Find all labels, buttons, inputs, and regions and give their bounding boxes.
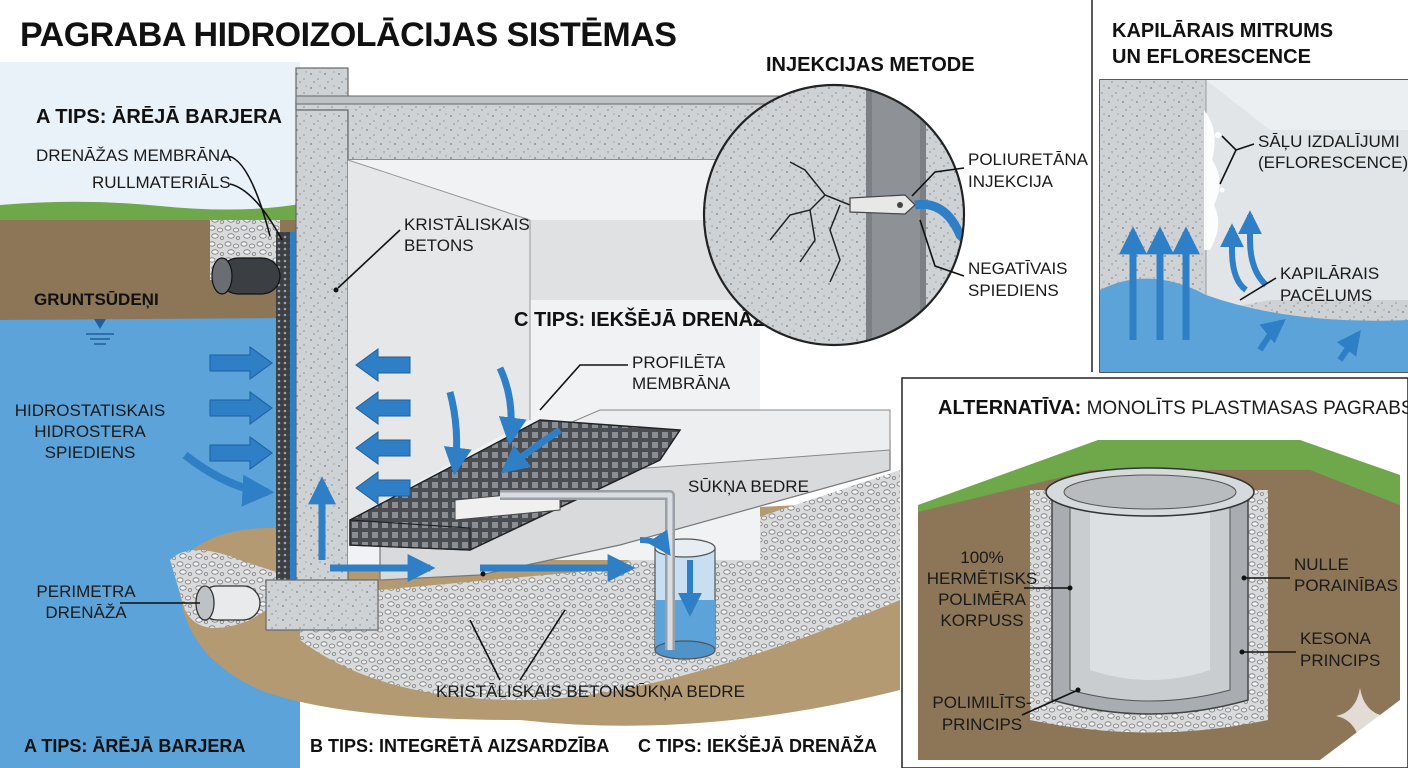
drainage-flow-arrows bbox=[308, 476, 636, 582]
groundwater-label: GRUNTSŪDEŅI bbox=[34, 290, 159, 309]
capillary-panel: KAPILĀRAIS MITRUMS UN EFLORESCENCE SĀĻU … bbox=[1091, 0, 1408, 373]
injection-panel: INJEKCIJAS METODE POLIURETĀNA INJEKCIJA … bbox=[702, 54, 1089, 347]
sump-label-bottom: SŪKŅA BEDRE bbox=[624, 682, 745, 701]
injector bbox=[849, 194, 916, 215]
grass-strip bbox=[0, 201, 300, 222]
crystalline-concrete-bottom-label: KRISTĀLISKAIS BETONS bbox=[436, 682, 636, 701]
svg-text:NULLE: NULLE bbox=[1294, 555, 1349, 574]
drainage-membrane bbox=[276, 232, 290, 582]
type-a-heading: A TIPS: ĀRĒJĀ BARJERA bbox=[36, 106, 282, 128]
sump-label-top: SŪKŅA BEDRE bbox=[688, 477, 809, 496]
sealed-label: 100% HERMĒTISKS POLIMĒRA KORPUSS bbox=[927, 548, 1038, 630]
footer-type-c: C TIPS: IEKŠĒJĀ DRENĀŽA bbox=[638, 735, 877, 756]
roll-material-label: RULLMATERIĀLS bbox=[92, 173, 231, 192]
svg-text:MEMBRĀNA: MEMBRĀNA bbox=[632, 374, 731, 393]
upper-drain-pipe bbox=[211, 257, 281, 295]
crystalline-concrete-label: KRISTĀLISKAIS BETONS bbox=[404, 215, 530, 255]
alternative-heading: ALTERNATĪVA: MONOLĪTS PLASTMASAS PAGRABS bbox=[938, 397, 1408, 419]
svg-text:KRISTĀLISKAIS: KRISTĀLISKAIS bbox=[404, 215, 530, 234]
svg-text:HIDROSTERA: HIDROSTERA bbox=[34, 422, 146, 441]
alt-grass bbox=[918, 440, 1400, 520]
seepage-arrows bbox=[443, 366, 702, 617]
salt-label: SĀĻU IZDALĪJUMI (EFLORESCENCE) bbox=[1258, 132, 1408, 172]
hydrostatic-arrows bbox=[182, 346, 275, 507]
svg-text:PACĒLUMS: PACĒLUMS bbox=[1280, 286, 1372, 305]
water-level-symbol bbox=[86, 319, 114, 345]
svg-text:POLIMILĪTS-: POLIMILĪTS- bbox=[932, 693, 1031, 712]
wall-footing bbox=[265, 579, 379, 631]
svg-text:100%: 100% bbox=[960, 548, 1003, 567]
svg-text:HIDROSTATISKAIS: HIDROSTATISKAIS bbox=[15, 401, 166, 420]
zero-porosity-label: NULLE PORAINĪBAS bbox=[1294, 555, 1398, 595]
negative-pressure-label: NEGATĪVAIS SPIEDIENS bbox=[968, 259, 1068, 300]
svg-text:PORAINĪBAS: PORAINĪBAS bbox=[1294, 576, 1398, 595]
crack-lines bbox=[769, 161, 851, 283]
svg-text:KAPILĀRAIS MITRUMS: KAPILĀRAIS MITRUMS bbox=[1112, 20, 1333, 42]
svg-text:KESONA: KESONA bbox=[1300, 629, 1372, 648]
footer-type-b: B TIPS: INTEGRĒTĀ AIZSARDZĪBA bbox=[310, 736, 609, 756]
svg-text:SĀĻU IZDALĪJUMI: SĀĻU IZDALĪJUMI bbox=[1258, 132, 1400, 151]
caisson-label: KESONA PRINCIPS bbox=[1300, 629, 1380, 670]
svg-text:PRINCIPS: PRINCIPS bbox=[1300, 651, 1380, 670]
svg-text:(EFLORESCENCE): (EFLORESCENCE) bbox=[1258, 153, 1408, 172]
capillary-rise-label: KAPILĀRAIS PACĒLUMS bbox=[1280, 264, 1379, 305]
svg-text:NEGATĪVAIS: NEGATĪVAIS bbox=[968, 259, 1068, 278]
svg-text:SPIEDIENS: SPIEDIENS bbox=[45, 443, 136, 462]
svg-text:PROFILĒTA: PROFILĒTA bbox=[632, 353, 726, 372]
injection-hose bbox=[914, 199, 964, 254]
svg-text:PERIMETRA: PERIMETRA bbox=[36, 582, 136, 601]
profiled-membrane-label: PROFILĒTA MEMBRĀNA bbox=[632, 353, 731, 393]
roll-material bbox=[290, 232, 296, 582]
svg-text:POLIURETĀNA: POLIURETĀNA bbox=[968, 150, 1089, 169]
perimeter-drain-label: PERIMETRA DRENĀŽA bbox=[36, 582, 136, 622]
interior-pressure-arrows bbox=[355, 348, 411, 505]
svg-text:INJEKCIJA: INJEKCIJA bbox=[968, 172, 1054, 191]
svg-text:POLIMĒRA: POLIMĒRA bbox=[938, 590, 1027, 609]
sparkle-icon bbox=[1336, 688, 1384, 744]
drainage-membrane-label: DRENĀŽAS MEMBRĀNA bbox=[36, 146, 232, 165]
capillary-heading: KAPILĀRAIS MITRUMS UN EFLORESCENCE bbox=[1112, 20, 1333, 68]
svg-text:SPIEDIENS: SPIEDIENS bbox=[968, 281, 1059, 300]
svg-text:KORPUSS: KORPUSS bbox=[940, 611, 1023, 630]
svg-text:KAPILĀRAIS: KAPILĀRAIS bbox=[1280, 264, 1379, 283]
page-title: PAGRABA HIDROIZOLĀCIJAS SISTĒMAS bbox=[20, 16, 676, 54]
capillary-water bbox=[1100, 278, 1408, 372]
alternative-panel: ALTERNATĪVA: MONOLĪTS PLASTMASAS PAGRABS… bbox=[901, 377, 1408, 768]
efflorescence bbox=[1204, 110, 1220, 250]
type-c-heading: C TIPS: IEKŠĒJĀ DRENĀŽA bbox=[514, 307, 780, 331]
gravel-bed bbox=[170, 470, 900, 700]
svg-text:PRINCIPS: PRINCIPS bbox=[942, 715, 1022, 734]
capillary-arrows bbox=[1119, 210, 1361, 362]
svg-text:HERMĒTISKS: HERMĒTISKS bbox=[927, 569, 1038, 588]
hydrostatic-label: HIDROSTATISKAIS HIDROSTERA SPIEDIENS bbox=[15, 401, 166, 462]
svg-text:BETONS: BETONS bbox=[404, 236, 474, 255]
polymonolith-label: POLIMILĪTS- PRINCIPS bbox=[932, 693, 1031, 734]
svg-text:DRENĀŽA: DRENĀŽA bbox=[45, 603, 127, 622]
perimeter-drain-pipe bbox=[195, 585, 261, 621]
svg-text:UN EFLORESCENCE: UN EFLORESCENCE bbox=[1112, 46, 1311, 68]
sky-area bbox=[0, 62, 300, 222]
polyurethane-label: POLIURETĀNA INJEKCIJA bbox=[968, 150, 1089, 191]
sump-pit bbox=[654, 538, 716, 660]
footer-type-a: A TIPS: ĀRĒJĀ BARJERA bbox=[24, 736, 245, 756]
injection-heading: INJEKCIJAS METODE bbox=[766, 54, 975, 76]
ceiling-slab bbox=[295, 99, 781, 161]
